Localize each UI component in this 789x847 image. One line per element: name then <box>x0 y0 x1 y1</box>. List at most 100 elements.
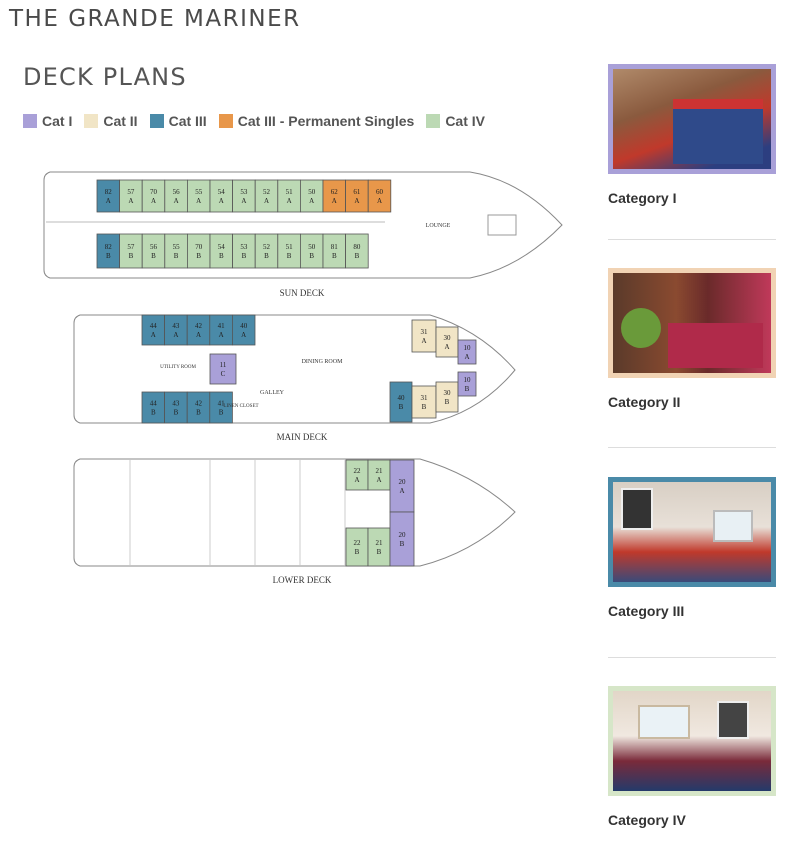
legend-swatch <box>84 114 99 128</box>
category-legend: Cat I Cat II Cat III Cat III - Permanent… <box>23 113 485 129</box>
legend-label: Cat IV <box>445 113 485 129</box>
cabin-70b <box>186 233 211 269</box>
cabin-57b <box>119 233 143 269</box>
cabin-21a <box>367 459 391 491</box>
cabin-photo[interactable] <box>608 477 776 587</box>
cabin-43b <box>164 391 188 424</box>
cabin-60a <box>367 179 392 213</box>
category-label[interactable]: Category I <box>608 190 677 206</box>
cabin-20b <box>389 511 415 567</box>
legend-swatch <box>149 114 164 128</box>
cabin-82a <box>96 179 121 213</box>
category-card-1[interactable]: Category I <box>608 64 776 206</box>
galley-label: GALLEY <box>260 390 285 396</box>
legend-label: Cat III <box>168 113 207 129</box>
legend-item-cat-1: Cat I <box>23 113 72 129</box>
legend-label: Cat III - Permanent Singles <box>237 113 415 129</box>
cabin-80b <box>345 233 369 269</box>
legend-label: Cat I <box>42 113 73 129</box>
legend-item-cat-3: Cat III <box>149 113 207 129</box>
cabin-31b <box>411 385 437 419</box>
cabin-50a <box>299 179 324 213</box>
cabin-82b <box>96 233 121 269</box>
category-card-4[interactable]: Category IV <box>608 686 776 828</box>
cabin-56a <box>164 179 188 213</box>
cabin-53a <box>232 179 256 213</box>
cabin-51b <box>277 233 301 269</box>
category-card-2[interactable]: Category II <box>608 268 776 410</box>
divider <box>608 447 776 448</box>
legend-label: Cat II <box>103 113 138 129</box>
divider <box>608 657 776 658</box>
cabin-81b <box>322 233 347 269</box>
cabin-photo[interactable] <box>608 686 776 796</box>
legend-swatch <box>426 114 441 128</box>
cabin-22a <box>345 459 369 491</box>
category-card-3[interactable]: Category III <box>608 477 776 619</box>
cabin-30a <box>435 326 459 358</box>
cabin-55b <box>164 233 188 269</box>
cabin-10b <box>457 371 477 397</box>
cabin-22b <box>345 527 369 567</box>
cabin-62a <box>322 179 347 213</box>
cabin-70a <box>141 179 166 213</box>
category-label[interactable]: Category IV <box>608 812 686 828</box>
legend-item-cat-4: Cat IV <box>426 113 485 129</box>
cabin-photo[interactable] <box>608 64 776 174</box>
cabin-44a <box>141 314 166 346</box>
category-label[interactable]: Category III <box>608 603 685 619</box>
cabin-44b <box>141 391 166 424</box>
linen-closet-label: LINEN CLOSET <box>223 404 258 409</box>
cabin-21b <box>367 527 391 567</box>
cabin-54a <box>209 179 234 213</box>
legend-swatch <box>218 114 233 128</box>
cabin-52a <box>254 179 279 213</box>
cabin-10a <box>457 339 477 365</box>
category-label[interactable]: Category II <box>608 394 681 410</box>
cabin-41a <box>209 314 233 346</box>
cabin-51a <box>277 179 301 213</box>
cabin-20a <box>389 459 415 513</box>
cabin-photo[interactable] <box>608 268 776 378</box>
page-title: DECK PLANS <box>23 63 187 91</box>
cabin-50b <box>299 233 324 269</box>
cabin-57a <box>119 179 143 213</box>
legend-item-cat-2: Cat II <box>84 113 138 129</box>
divider <box>608 239 776 240</box>
cabin-56b <box>141 233 166 269</box>
